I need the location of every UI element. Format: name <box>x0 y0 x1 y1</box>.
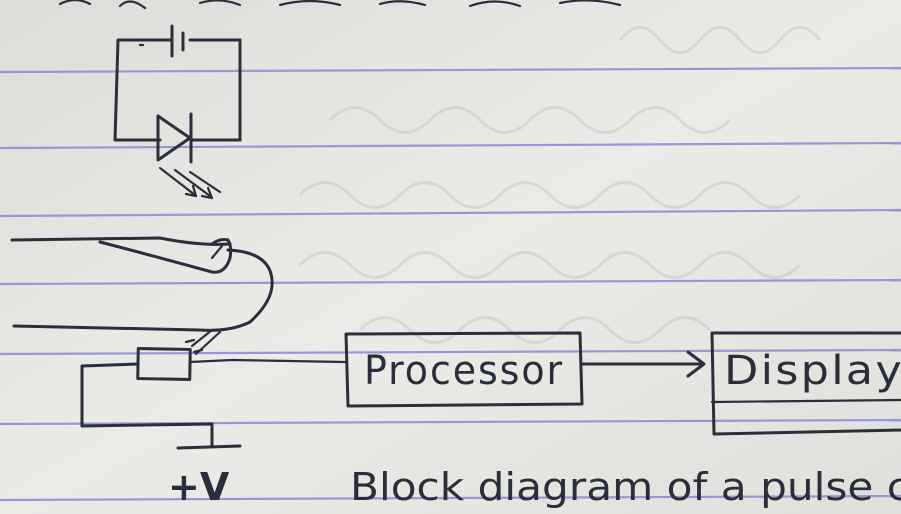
finger-sensor-path <box>10 236 274 332</box>
ruled-lines <box>0 66 901 502</box>
supply-voltage-label: +V <box>168 465 230 509</box>
led-icon <box>156 112 193 164</box>
processor-to-display-arrow <box>581 350 706 378</box>
display-block <box>710 331 901 436</box>
incoming-light-arrows-icon <box>184 328 222 356</box>
cut-off-top-writing <box>58 0 622 10</box>
processor-block <box>344 331 584 408</box>
processor-label: Processor <box>364 348 564 394</box>
diagram-caption: Block diagram of a pulse c <box>350 465 901 509</box>
light-emission-arrows-icon <box>158 166 222 200</box>
led-circuit <box>113 24 242 200</box>
ground-line <box>176 444 242 450</box>
photodetector <box>80 328 347 450</box>
display-label: Display <box>724 348 901 394</box>
